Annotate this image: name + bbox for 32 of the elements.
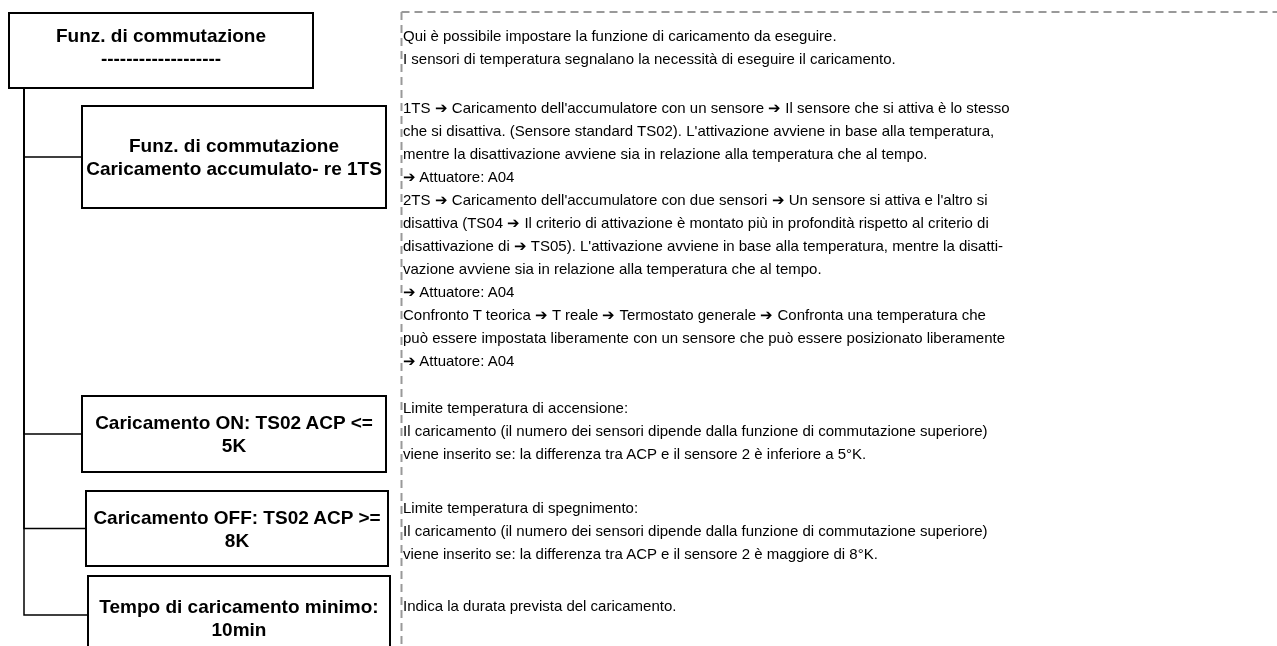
box-text: Funz. di commutazione [55, 24, 267, 47]
description-text: viene inserito se: la differenza tra ACP e il sensore 2 è maggiore di 8°K. [403, 545, 878, 563]
description-text: che si disattiva. (Sensore standard TS02). L'attivazione avviene in base alla temperatura, [403, 122, 995, 140]
description-text: mentre la disattivazione avviene sia in relazione alla temperatura che al tempo. [403, 145, 928, 163]
description-text: Indica la durata prevista del caricamento. [403, 597, 677, 615]
process-box [81, 105, 387, 209]
description-text: 1TS ➔ Caricamento dell'accumulatore con un sensore ➔ Il sensore che si attiva è lo stesso [403, 99, 1010, 117]
description-text: Il caricamento (il numero dei sensori dipende dalla funzione di commutazione superiore) [403, 422, 988, 440]
description-text: Limite temperatura di spegnimento: [403, 499, 639, 517]
description-text: disattiva (TS04 ➔ Il criterio di attivazione è montato più in profondità rispetto al criterio di [403, 214, 989, 232]
description-text: viene inserito se: la differenza tra ACP e il sensore 2 è inferiore a 5°K. [403, 445, 867, 463]
description-text: I sensori di temperatura segnalano la necessità di eseguire il caricamento. [403, 50, 896, 68]
description-text: può essere impostata liberamente con un sensore che può essere posizionato liberamente [403, 329, 1006, 347]
description-text: ➔ Attuatore: A04 [403, 168, 515, 186]
description-text: disattivazione di ➔ TS05). L'attivazione avviene in base alla temperatura, mentre la disatti- [403, 237, 1004, 255]
box-text: Caricamento OFF: TS02 ACP >= 8K [92, 505, 382, 552]
description-text: Il caricamento (il numero dei sensori dipende dalla funzione di commutazione superiore) [403, 522, 988, 540]
description-text: Confronto T teorica ➔ T reale ➔ Termostato generale ➔ Confronta una temperatura che [403, 306, 986, 324]
description-text: Limite temperatura di accensione: [403, 399, 629, 417]
box-text: Tempo di caricamento minimo: 10min [98, 594, 380, 641]
description-text: ➔ Attuatore: A04 [403, 283, 515, 301]
box-text: Funz. di commutazione Caricamento accumulato- re 1TS [85, 134, 383, 180]
description-text: vazione avviene sia in relazione alla temperatura che al tempo. [403, 260, 822, 278]
description-text: ➔ Attuatore: A04 [403, 352, 515, 370]
box-text: Caricamento ON: TS02 ACP <= 5K [94, 411, 374, 457]
process-box [8, 12, 314, 89]
box-text: ------------------- [100, 47, 222, 70]
process-box [81, 395, 387, 473]
description-text: Qui è possibile impostare la funzione di caricamento da eseguire. [403, 27, 837, 45]
process-box [87, 575, 391, 646]
description-text: 2TS ➔ Caricamento dell'accumulatore con due sensori ➔ Un sensore si attiva e l'altro si [403, 191, 988, 209]
process-box [85, 490, 389, 567]
